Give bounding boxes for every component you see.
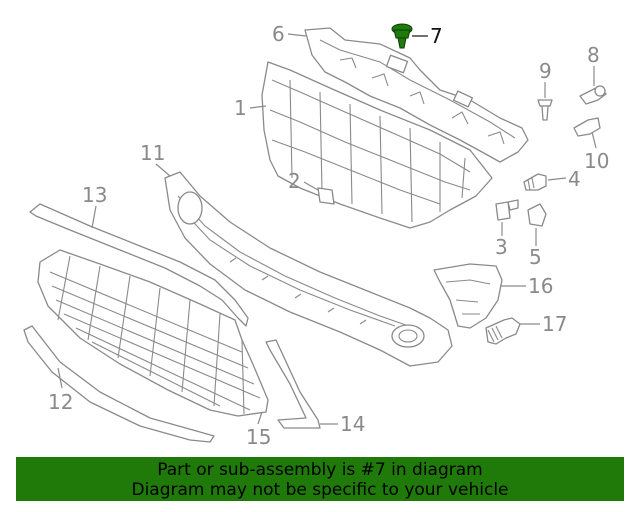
banner-line-2: Diagram may not be specific to your vehi… — [131, 480, 509, 500]
parts-diagram: 1 2 3 4 5 6 7 8 9 10 11 12 13 14 15 16 1… — [23, 22, 609, 449]
callout-5: 5 — [529, 245, 542, 269]
callout-16: 16 — [528, 274, 553, 298]
callouts: 1 2 3 4 5 6 7 8 9 10 11 12 13 14 15 16 1… — [48, 22, 609, 449]
part-12-lower-trim — [23, 325, 215, 443]
part-14-side-bracket — [265, 339, 321, 429]
part-3-clip — [495, 199, 519, 221]
callout-11: 11 — [140, 141, 165, 165]
callout-4: 4 — [568, 167, 581, 191]
callout-1: 1 — [234, 96, 247, 120]
leader-10 — [591, 131, 597, 149]
callout-14: 14 — [340, 412, 365, 436]
part-2-plate — [317, 187, 335, 205]
callout-8: 8 — [587, 43, 600, 67]
callout-15: 15 — [246, 425, 271, 449]
part-13-trim-strip — [29, 203, 249, 327]
callout-12: 12 — [48, 390, 73, 414]
callout-6: 6 — [272, 22, 285, 46]
leader-lines — [57, 33, 597, 425]
part-11-bumper-frame — [164, 171, 453, 367]
part-10-screw — [573, 117, 601, 137]
callout-7: 7 — [430, 24, 443, 48]
callout-3: 3 — [495, 235, 508, 259]
part-5-clip — [527, 203, 547, 227]
part-17-bolt — [485, 317, 521, 345]
part-8-pin — [579, 85, 607, 105]
leader-12 — [57, 367, 63, 389]
leader-11 — [155, 163, 171, 177]
callout-2: 2 — [288, 169, 301, 193]
part-16-side-bracket — [433, 263, 503, 329]
leader-1 — [249, 105, 267, 109]
leader-15 — [257, 411, 263, 425]
callout-10: 10 — [584, 149, 609, 173]
part-15-lower-grille — [37, 249, 269, 417]
callout-13: 13 — [82, 183, 107, 207]
info-banner: Part or sub-assembly is #7 in diagram Di… — [16, 457, 624, 501]
callout-17: 17 — [542, 312, 567, 336]
callout-9: 9 — [539, 59, 552, 83]
leader-13 — [91, 205, 97, 229]
leader-2 — [303, 181, 319, 191]
part-1-grille-carrier — [261, 61, 493, 229]
leader-6 — [287, 33, 307, 37]
part-6-upper-bracket — [304, 27, 529, 163]
part-7-push-clip — [391, 23, 413, 49]
banner-line-1: Part or sub-assembly is #7 in diagram — [157, 460, 483, 480]
part-9-screw — [537, 99, 553, 121]
part-4-bolt — [523, 173, 547, 191]
leader-4 — [547, 177, 567, 181]
